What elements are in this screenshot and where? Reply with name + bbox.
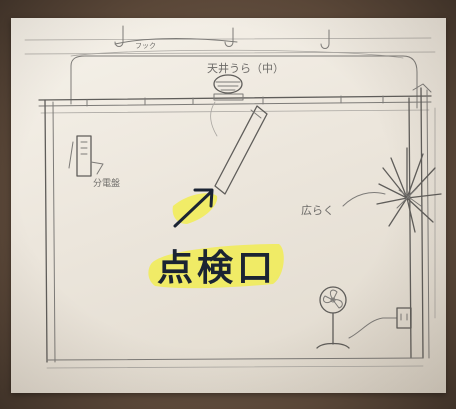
note-pointer	[342, 192, 386, 207]
label-highlight	[148, 244, 284, 289]
plant-icon	[376, 147, 442, 233]
ceiling-frame	[38, 55, 432, 114]
floor-line-2	[46, 365, 424, 369]
sketch-paper: 天井うら（中） 分電盤	[11, 18, 446, 393]
hanging-cable	[210, 101, 218, 137]
right-note: 広らく	[301, 204, 334, 217]
pencil-sketch: 天井うら（中） 分電盤	[24, 25, 442, 369]
floor-line	[46, 357, 424, 361]
ceiling-hatch-icon	[213, 74, 244, 101]
left-note: 分電盤	[93, 177, 120, 189]
arrow-icon	[173, 188, 214, 228]
inspection-duct	[214, 105, 268, 195]
ceiling-label: 天井うら（中）	[207, 61, 284, 75]
left-wall	[44, 99, 104, 363]
top-guide-lines	[24, 37, 436, 59]
hook-label: フック	[135, 42, 156, 50]
main-label: 点検口	[157, 248, 277, 289]
outlet-icon	[396, 307, 412, 329]
fan-icon	[316, 286, 398, 349]
hooks	[114, 25, 330, 49]
